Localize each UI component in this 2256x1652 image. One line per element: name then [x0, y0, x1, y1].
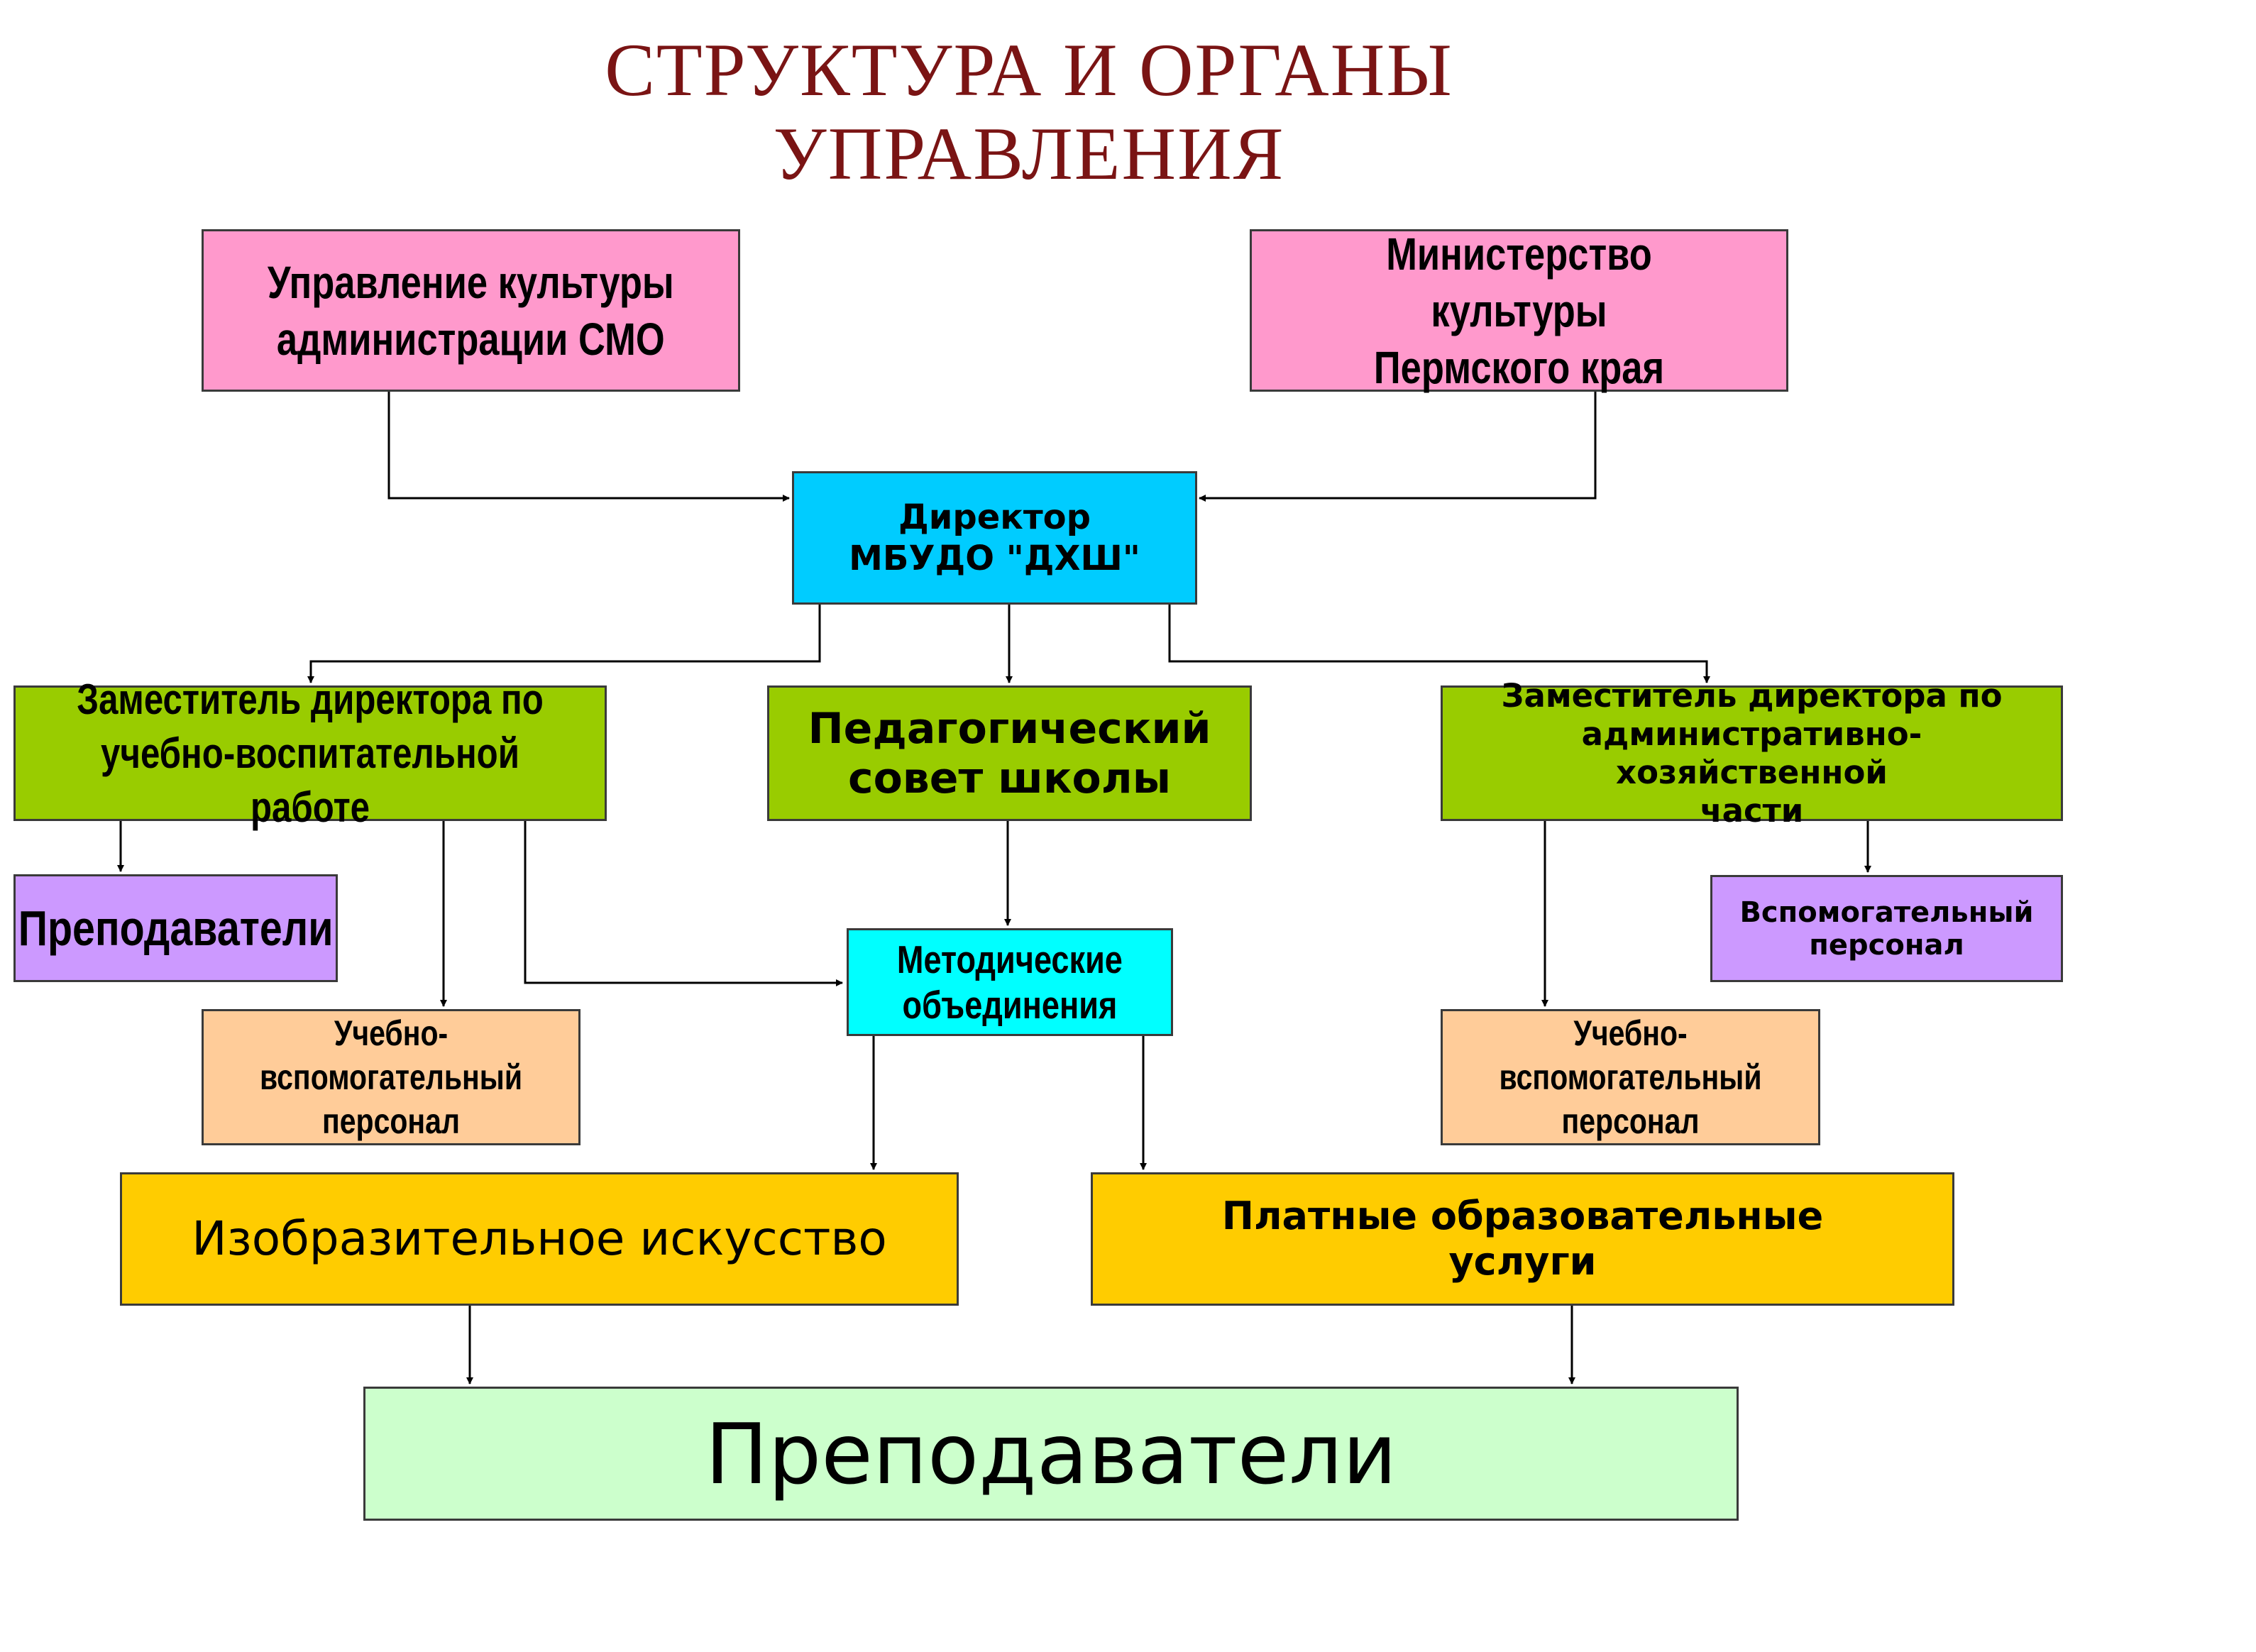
node-paid-services-line1: Платные образовательные [1221, 1194, 1824, 1238]
edge-deputy-education-to-methodical [524, 821, 843, 986]
node-paid-services-line2: услуги [1448, 1239, 1597, 1284]
diagram-title: СТРУКТУРА И ОРГАНЫ УПРАВЛЕНИЯ [468, 28, 1590, 196]
node-culture-department-line2: администрации СМО [277, 313, 665, 365]
node-culture-department-line1: Управление культуры [268, 256, 674, 308]
node-edu-support-left: Учебно-вспомогательный персонал [202, 1009, 580, 1145]
node-pedagogical-council-line2: совет школы [848, 753, 1171, 803]
node-ministry-of-culture-line2: Пермского края [1373, 341, 1665, 393]
node-edu-support-right: Учебно-вспомогательный персонал [1441, 1009, 1820, 1145]
node-deputy-education-line2: учебно-воспитательной работе [101, 729, 519, 831]
node-edu-support-right-line1: Учебно-вспомогательный [1499, 1013, 1762, 1097]
diagram-title-line2: УПРАВЛЕНИЯ [773, 112, 1285, 195]
node-director-line1: Директор [898, 497, 1091, 537]
node-director: Директор МБУДО "ДХШ" [792, 471, 1197, 605]
node-methodical-associations: Методические объединения [847, 928, 1173, 1036]
node-methodical-associations-line2: объединения [902, 983, 1118, 1027]
node-paid-services: Платные образовательные услуги [1091, 1172, 1954, 1306]
node-deputy-education-line1: Заместитель директора по [77, 675, 544, 723]
diagram-title-line1: СТРУКТУРА И ОРГАНЫ [605, 28, 1453, 111]
node-edu-support-left-line2: персонал [321, 1101, 461, 1141]
node-teachers-main: Преподаватели [363, 1387, 1739, 1521]
node-fine-arts-label: Изобразительное искусство [192, 1211, 887, 1266]
node-deputy-admin-line2: административно-хозяйственной [1581, 715, 1922, 791]
node-director-line2: МБУДО "ДХШ" [849, 539, 1140, 578]
edge-director-to-deputy-education [307, 605, 821, 683]
node-deputy-education: Заместитель директора по учебно-воспитат… [13, 676, 607, 831]
node-deputy-admin-line3: части [1700, 791, 1804, 830]
node-teachers-small: Преподаватели [13, 874, 338, 982]
edge-culture-dept-to-director [387, 392, 790, 502]
edge-ministry-to-director [1199, 392, 1597, 502]
node-deputy-admin-line1: Заместитель директора по [1501, 676, 2003, 715]
node-edu-support-right-line2: персонал [1561, 1101, 1700, 1141]
node-culture-department: Управление культуры администрации СМО [202, 229, 740, 392]
node-support-staff-line1: Вспомогательный [1739, 896, 2034, 929]
edge-director-to-deputy-admin [1168, 605, 1710, 683]
node-pedagogical-council: Педагогический совет школы [767, 685, 1252, 821]
node-deputy-admin: Заместитель директора по административно… [1441, 677, 2063, 830]
node-support-staff: Вспомогательный персонал [1710, 875, 2063, 982]
node-teachers-small-label: Преподаватели [18, 901, 334, 956]
node-ministry-of-culture: Министерство культуры Пермского края [1250, 228, 1788, 393]
node-ministry-of-culture-line1: Министерство культуры [1386, 228, 1652, 336]
node-methodical-associations-line1: Методические [896, 937, 1123, 981]
node-fine-arts: Изобразительное искусство [120, 1172, 959, 1306]
node-support-staff-line2: персонал [1809, 928, 1964, 962]
node-edu-support-left-line1: Учебно-вспомогательный [259, 1013, 523, 1097]
node-teachers-main-label: Преподаватели [705, 1404, 1397, 1503]
node-pedagogical-council-line1: Педагогический [808, 703, 1211, 754]
